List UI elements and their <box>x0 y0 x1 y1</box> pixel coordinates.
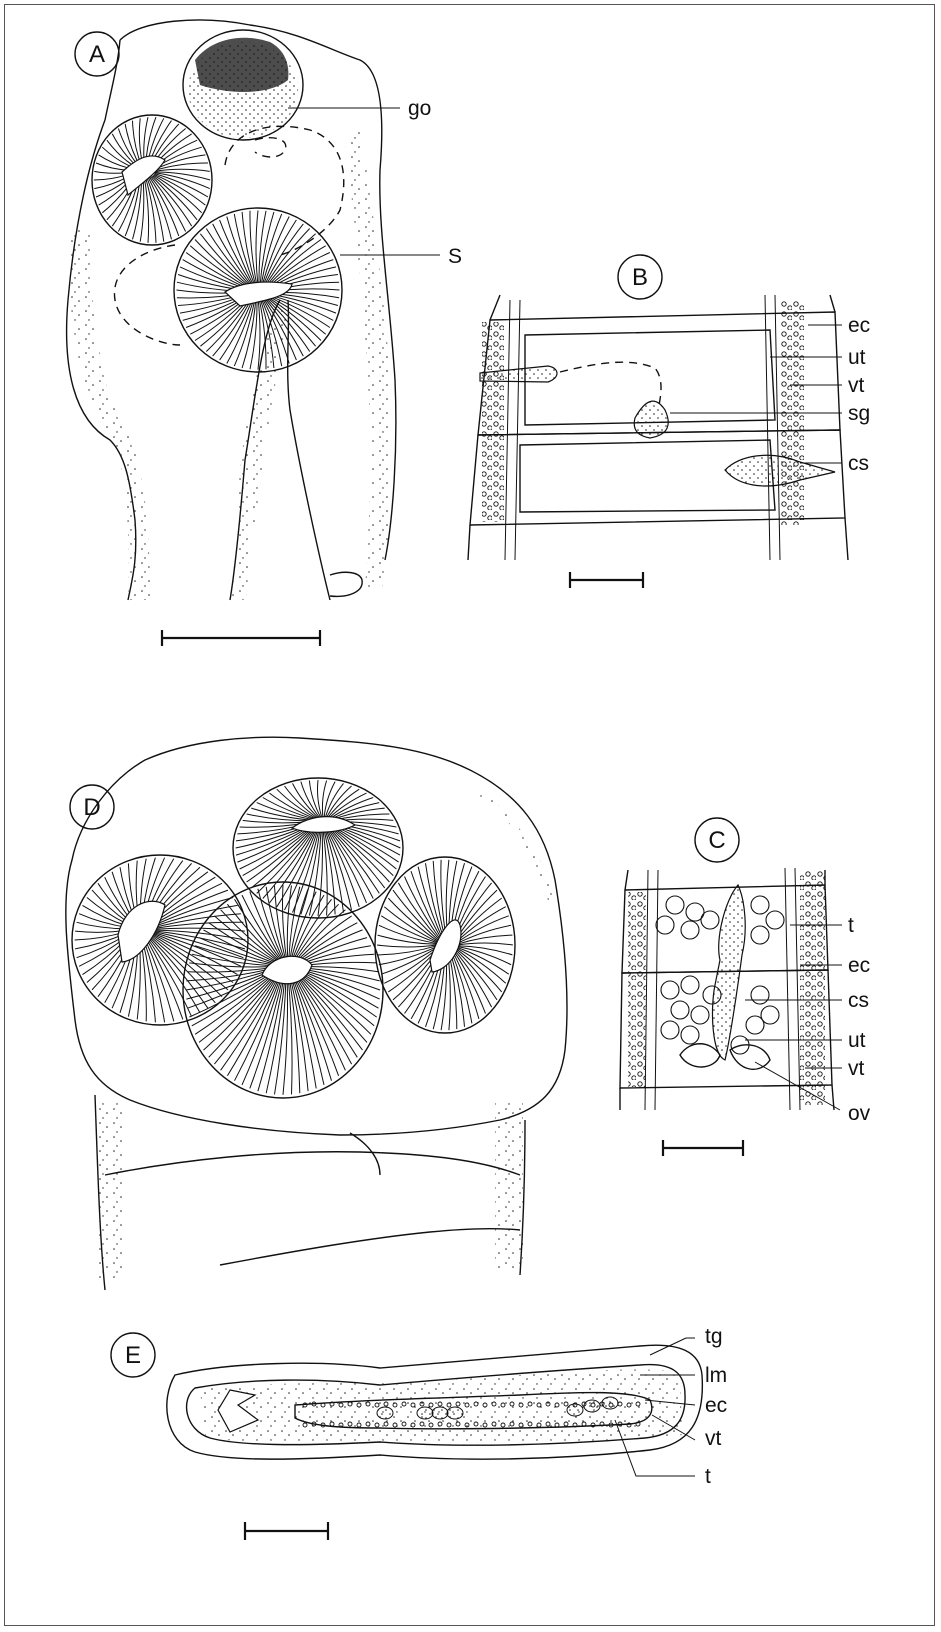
panel-b: B ec ut vt sg cs <box>468 255 870 588</box>
sucker-d-center <box>183 882 383 1098</box>
label-e-lm: lm <box>705 1364 727 1387</box>
seminal-gland-b <box>634 401 668 438</box>
sucker-a-upper <box>92 115 212 245</box>
panel-e-letter: E <box>125 1342 141 1369</box>
neck-d-fold-1 <box>105 1152 520 1175</box>
vitellaria-b-left <box>482 322 504 522</box>
sucker-d-top <box>233 778 403 918</box>
stipple-left <box>69 230 150 600</box>
vitellaria-c-right <box>800 870 825 1105</box>
label-b-ec: ec <box>848 314 870 337</box>
label-e-t: t <box>705 1465 711 1488</box>
vagina-b <box>560 362 661 410</box>
label-e-tg: tg <box>705 1325 723 1348</box>
scale-bar-e <box>245 1522 328 1540</box>
neck-d-stipple-right <box>495 1100 523 1270</box>
stipple-right <box>345 130 392 590</box>
panel-a: A go S <box>67 20 462 646</box>
panel-a-letter: A <box>89 41 105 68</box>
vitellaria-c-left <box>628 892 646 1087</box>
scolex-d-stipple <box>478 790 555 900</box>
leader-e-tg <box>650 1338 686 1355</box>
scolex-neck-left <box>105 40 120 120</box>
scale-bar-a <box>162 630 320 646</box>
label-b-ut: ut <box>848 346 866 369</box>
label-go: go <box>408 97 431 120</box>
panel-c: C t ec cs ut vt ov <box>620 818 871 1156</box>
scale-bar-b <box>570 572 643 588</box>
label-b-vt: vt <box>848 374 865 397</box>
scolex-annulus <box>330 572 362 596</box>
label-c-vt: vt <box>848 1057 865 1080</box>
panel-c-letter: C <box>708 827 725 854</box>
neck-d-sides <box>95 1095 525 1290</box>
panel-d: D <box>66 737 567 1290</box>
label-c-ut: ut <box>848 1029 866 1052</box>
neck-d-fold-2 <box>220 1229 520 1265</box>
internal-dashed-small <box>255 138 286 157</box>
label-c-t: t <box>848 914 854 937</box>
label-c-ec: ec <box>848 954 870 977</box>
cirrus-sac-b-lower <box>725 455 835 486</box>
panel-e: E tg lm ec vt t <box>111 1325 727 1540</box>
label-c-cs: cs <box>848 989 869 1012</box>
label-s: S <box>448 245 462 268</box>
neck-d-stipple-left <box>95 1100 125 1280</box>
scale-bar-c <box>663 1140 743 1156</box>
label-b-cs: cs <box>848 452 869 475</box>
label-c-ov: ov <box>848 1102 871 1125</box>
apical-dark-cap <box>195 38 288 92</box>
label-e-ec: ec <box>705 1394 727 1417</box>
sucker-a-lower <box>174 208 342 372</box>
sucker-d-right <box>375 857 515 1033</box>
neck-d-fold-3 <box>350 1133 380 1175</box>
label-e-vt: vt <box>705 1427 722 1450</box>
uterus-c <box>712 885 745 1060</box>
panel-b-letter: B <box>632 264 648 291</box>
label-b-sg: sg <box>848 402 870 425</box>
panel-d-letter: D <box>83 794 100 821</box>
